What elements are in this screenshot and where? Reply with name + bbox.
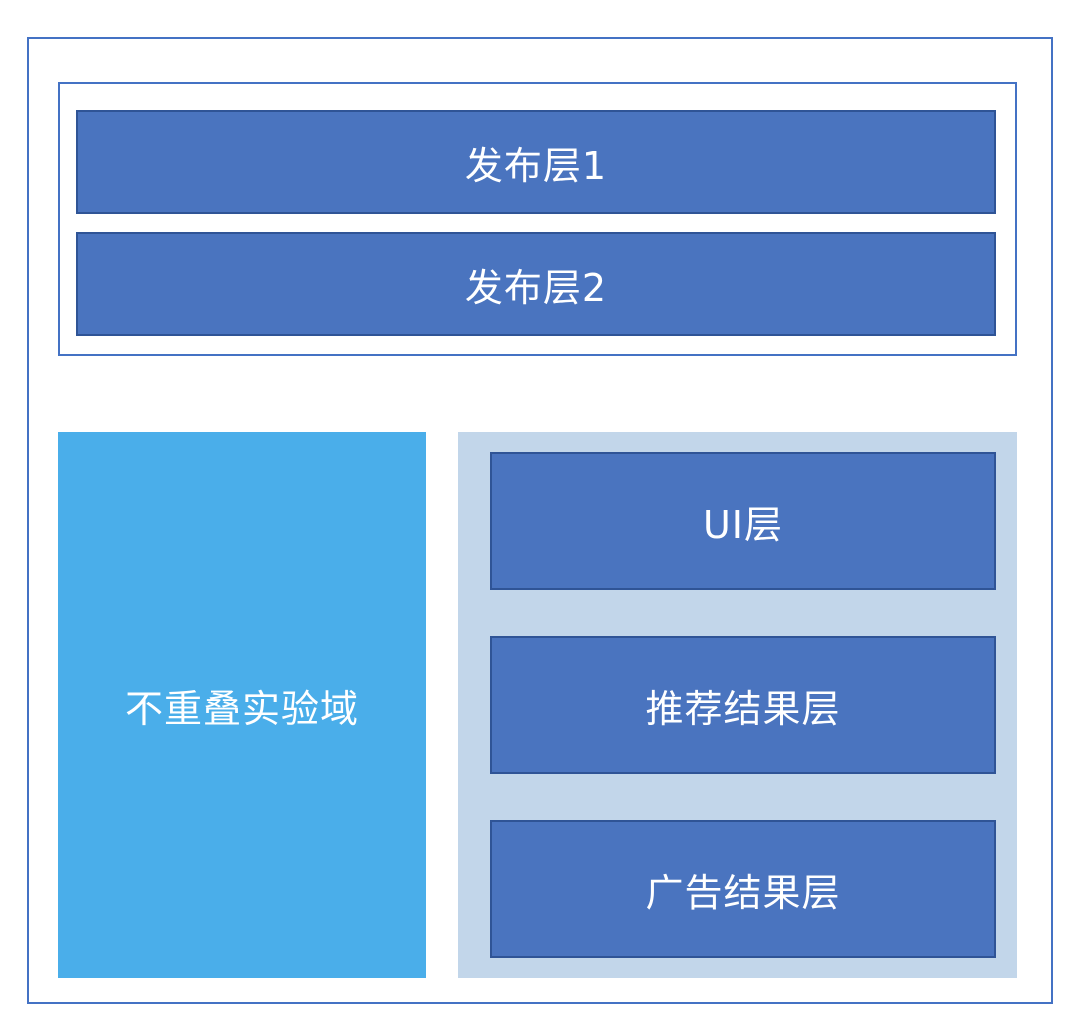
recommendation-result-layer-label: 推荐结果层 [645,686,841,731]
ad-result-layer: 广告结果层 [490,820,996,958]
publish-layer-1-label: 发布层1 [464,143,608,188]
ad-result-layer-label: 广告结果层 [645,870,841,915]
ui-layer-label: UI层 [702,502,784,547]
ui-layer: UI层 [490,452,996,590]
publish-layer-2-label: 发布层2 [464,265,608,310]
publish-layer-2: 发布层2 [76,232,996,336]
publish-layer-1: 发布层1 [76,110,996,214]
recommendation-result-layer: 推荐结果层 [490,636,996,774]
non-overlapping-domain-label: 不重叠实验域 [124,686,359,731]
non-overlapping-experiment-domain: 不重叠实验域 [58,432,426,978]
